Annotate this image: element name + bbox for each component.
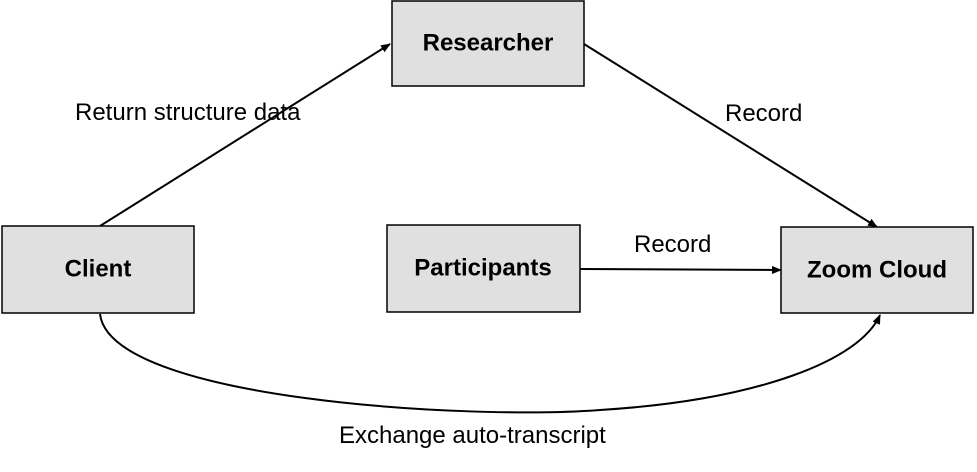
edge-participants-to-zoom-line bbox=[579, 265, 782, 274]
node-client-box bbox=[1, 225, 195, 314]
edge-client-to-researcher-label: Return structure data bbox=[75, 99, 301, 126]
edge-client-to-zoom: Exchange auto-transcript bbox=[99, 313, 881, 449]
node-participants: Participants bbox=[386, 224, 581, 313]
edge-client-to-zoom-label: Exchange auto-transcript bbox=[339, 422, 606, 449]
edge-researcher-to-zoom-label: Record bbox=[725, 100, 802, 127]
edge-client-to-researcher-line bbox=[99, 43, 391, 227]
node-client: Client bbox=[1, 225, 195, 314]
node-participants-label: Participants bbox=[414, 254, 551, 281]
node-zoom-cloud-box bbox=[780, 226, 974, 314]
node-researcher: Researcher bbox=[391, 0, 585, 87]
node-participants-box bbox=[386, 224, 581, 313]
node-zoom-cloud: Zoom Cloud bbox=[780, 226, 974, 314]
edge-participants-to-zoom-label: Record bbox=[634, 231, 711, 258]
edge-participants-to-zoom: Record bbox=[579, 231, 782, 274]
edge-researcher-to-zoom: Record bbox=[583, 43, 878, 228]
node-zoom-cloud-label: Zoom Cloud bbox=[807, 256, 947, 283]
edge-researcher-to-zoom-line bbox=[583, 43, 878, 228]
node-researcher-box bbox=[391, 0, 585, 87]
edge-client-to-zoom-curve bbox=[99, 313, 881, 414]
node-client-label: Client bbox=[65, 255, 132, 282]
edge-client-to-researcher: Return structure data bbox=[75, 43, 391, 227]
node-researcher-label: Researcher bbox=[423, 29, 554, 56]
